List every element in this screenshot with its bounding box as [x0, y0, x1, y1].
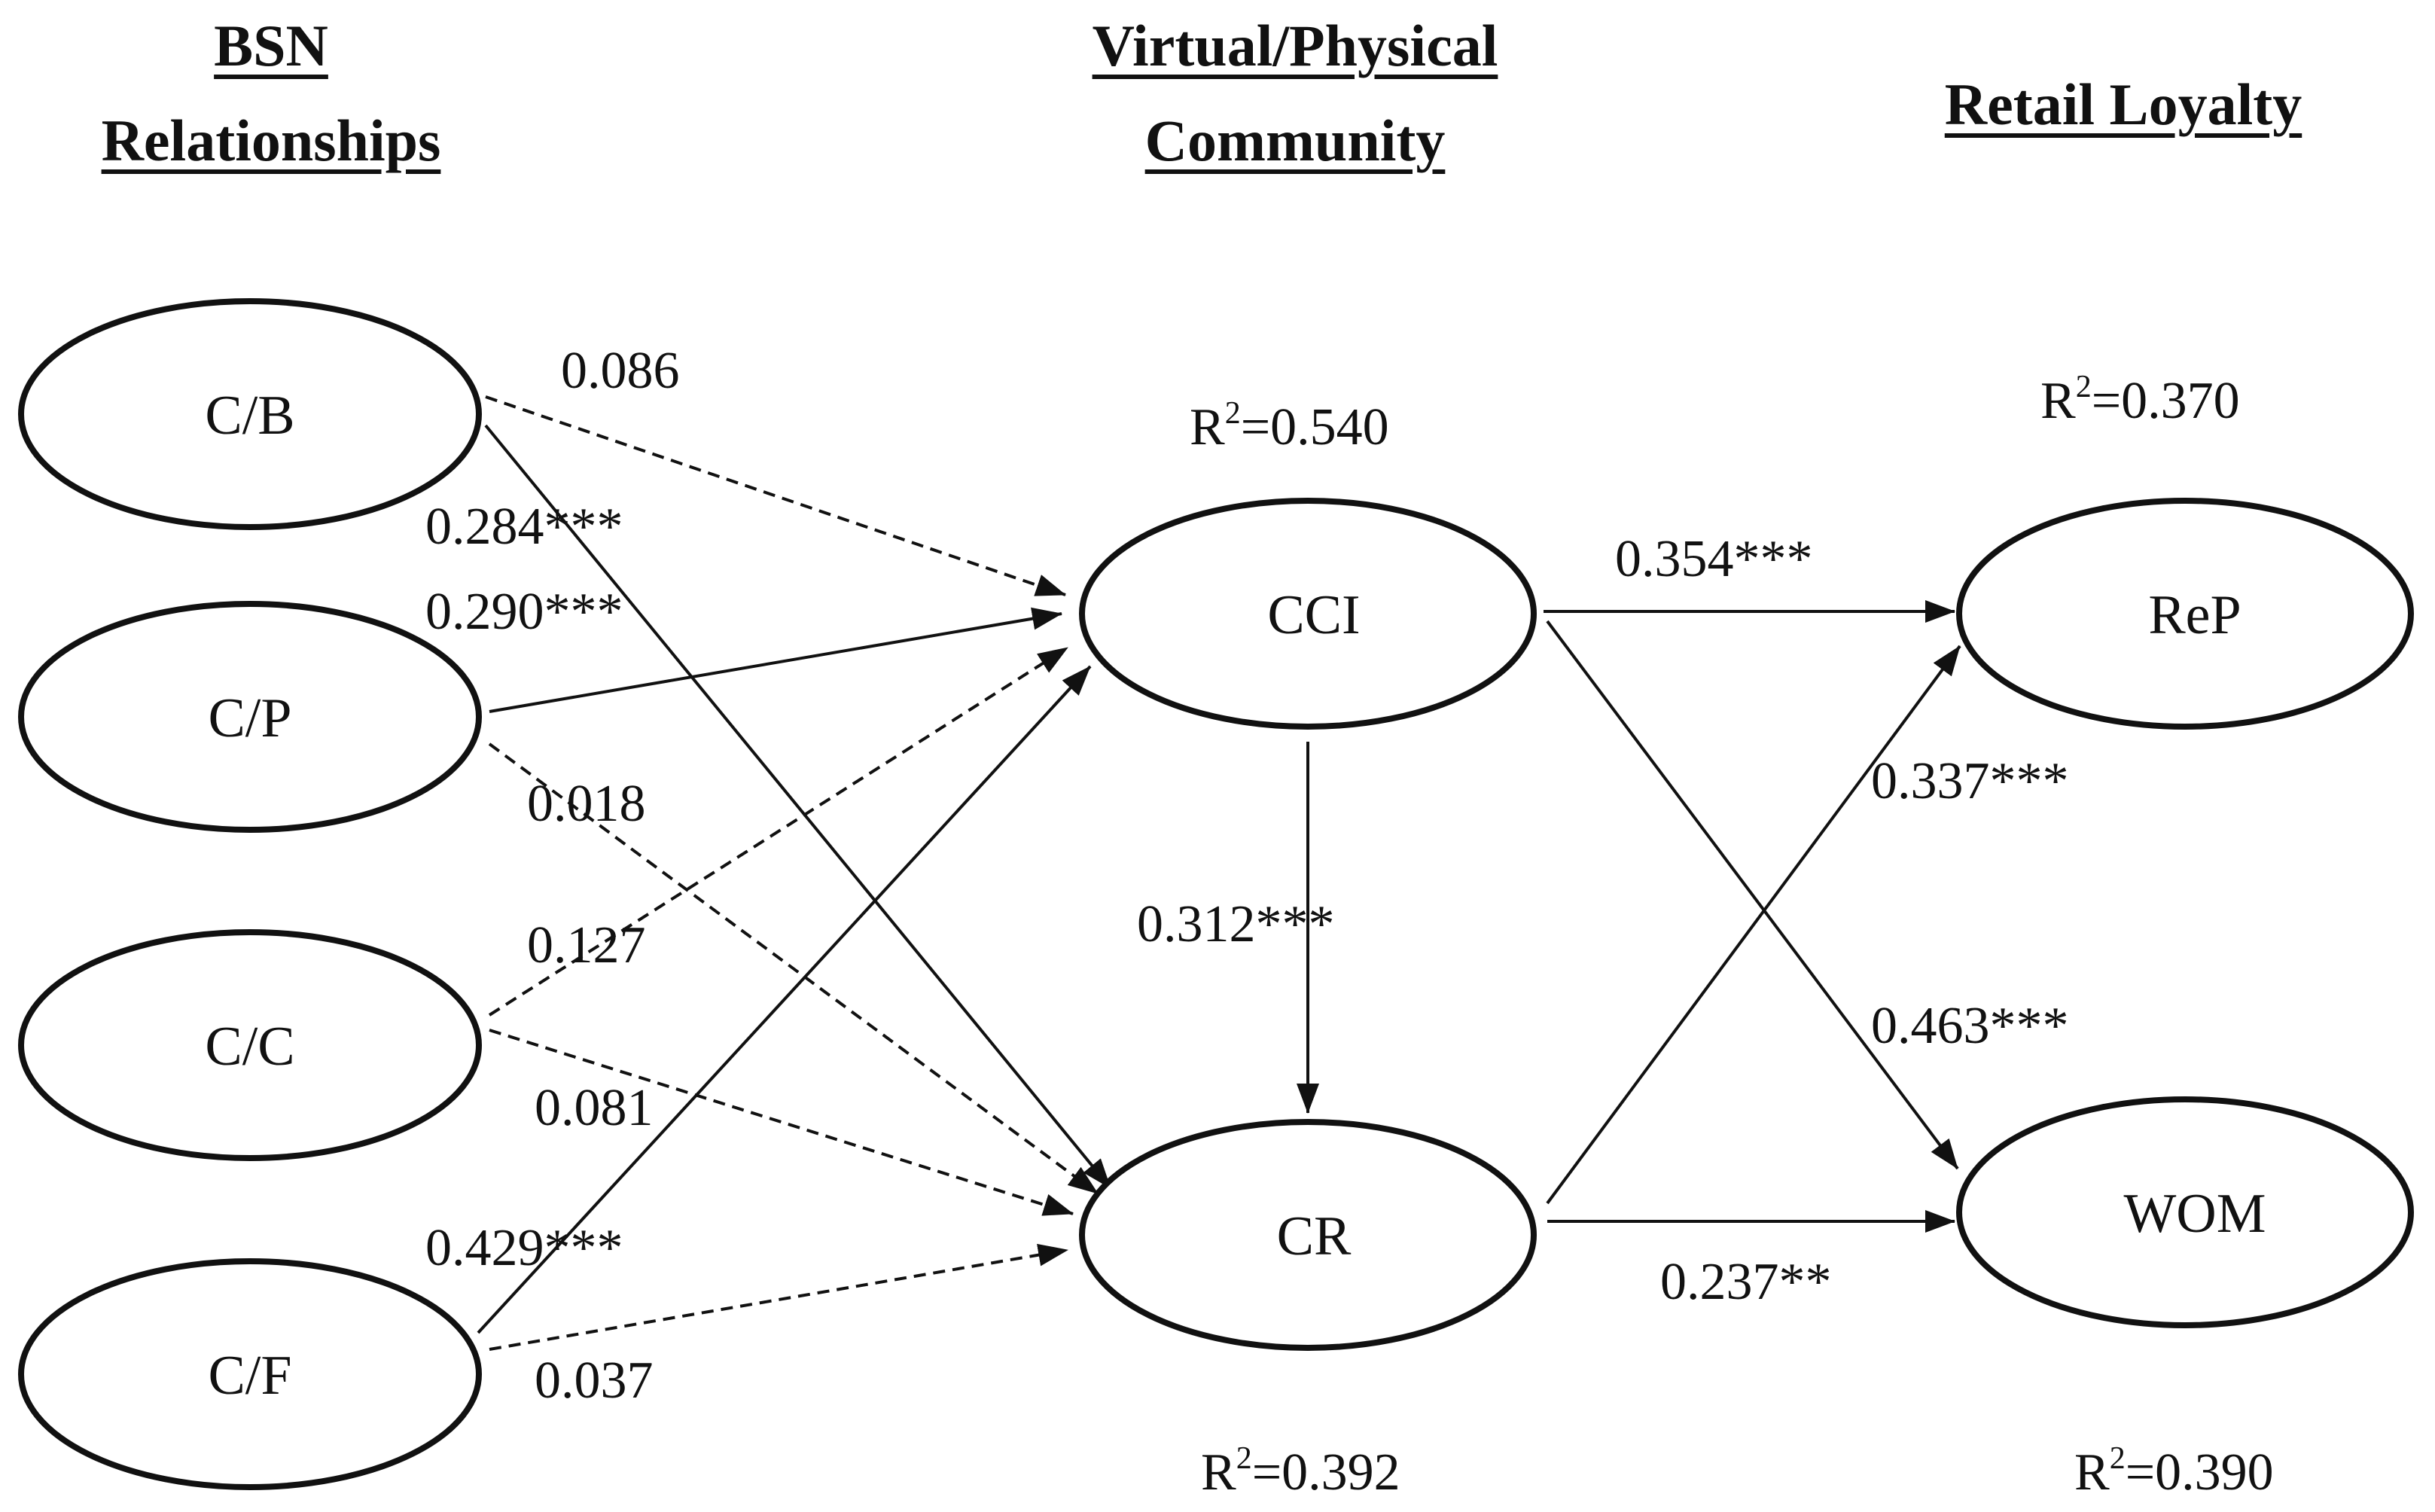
node-cf-label: C/F	[208, 1345, 291, 1407]
header-community: Virtual/Physical	[1009, 17, 1581, 75]
arrow-cc-cr	[489, 1029, 1074, 1216]
node-cb: C/B	[18, 298, 482, 530]
node-wom: WOM	[1956, 1096, 2414, 1328]
node-cci-label: CCI	[1267, 584, 1360, 646]
coef-cc-cci: 0.127	[527, 916, 646, 974]
node-cp: C/P	[18, 601, 482, 833]
node-cp-label: C/P	[208, 687, 291, 749]
coef-cci-cr: 0.312***	[1137, 895, 1335, 953]
arrow-cc-cci	[488, 646, 1069, 1017]
r2-cr: R2=0.392	[1201, 1441, 1400, 1501]
node-cb-label: C/B	[205, 385, 294, 447]
node-cci: CCI	[1079, 498, 1537, 730]
header-community-line2: Community	[1144, 108, 1446, 173]
node-cf: C/F	[18, 1258, 482, 1490]
coef-cp-cr: 0.018	[527, 775, 646, 833]
arrow-cci-wom	[1546, 620, 1959, 1170]
node-rep: ReP	[1956, 498, 2414, 730]
arrow-cr-rep	[1546, 645, 1961, 1205]
arrow-cp-cr	[488, 742, 1099, 1195]
coef-cci-rep: 0.354***	[1615, 530, 1813, 588]
node-rep-label: ReP	[2148, 584, 2241, 646]
header-bsn: BSN	[90, 17, 452, 75]
arrow-cb-cci	[485, 395, 1066, 596]
coef-cr-wom: 0.237**	[1660, 1253, 1832, 1311]
node-wom-label: WOM	[2123, 1183, 2266, 1245]
header-bsn-line1: BSN	[214, 13, 328, 78]
header-bsn-line2: Relationships	[101, 108, 441, 173]
r2-cci: R2=0.540	[1190, 396, 1389, 456]
r2-wom: R2=0.390	[2074, 1441, 2274, 1501]
header-community-line1: Virtual/Physical	[1092, 13, 1498, 78]
coef-cp-cci: 0.290***	[425, 583, 623, 641]
node-cc-label: C/C	[205, 1016, 294, 1078]
arrow-cf-cci	[477, 665, 1092, 1334]
header-community-line2-wrap: Community	[1054, 111, 1536, 170]
header-loyalty: Retail Loyalty	[1897, 75, 2349, 134]
coef-cf-cr: 0.037	[535, 1352, 654, 1410]
r2-rep: R2=0.370	[2040, 370, 2240, 430]
coef-cb-cci: 0.086	[561, 342, 680, 400]
header-bsn-line2-wrap: Relationships	[68, 111, 474, 170]
coef-cc-cr: 0.081	[535, 1079, 654, 1137]
coef-cf-cci: 0.429***	[425, 1219, 623, 1277]
arrow-cb-cr	[484, 424, 1112, 1190]
header-loyalty-line1: Retail Loyalty	[1944, 72, 2302, 137]
coef-cb-cr: 0.284***	[425, 498, 623, 556]
node-cc: C/C	[18, 929, 482, 1161]
coef-cr-rep: 0.337***	[1871, 752, 2069, 810]
coef-cci-wom: 0.463***	[1871, 997, 2069, 1055]
node-cr: CR	[1079, 1119, 1537, 1351]
arrow-cp-cci	[489, 607, 1062, 713]
node-cr-label: CR	[1277, 1206, 1352, 1267]
